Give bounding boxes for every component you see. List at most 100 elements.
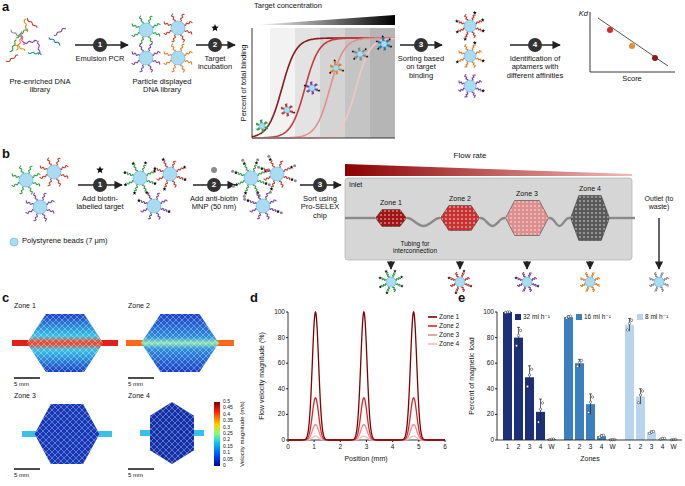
figure-label: Flow rate [454,152,487,161]
dna-strand [148,44,152,51]
dna-strand [260,120,262,123]
dna-strand [517,284,522,287]
dna-strand [283,168,290,171]
target-star [276,209,280,213]
figure-label: 4 [661,443,665,450]
magnetic-nanoparticle [211,167,217,173]
target-star [124,183,128,187]
polystyrene-bead [244,171,258,185]
grid-line [64,404,124,464]
dna-strand [586,287,589,291]
tick [495,312,497,313]
target-star [536,284,539,287]
panel-letter: e [458,291,465,306]
grid-line [190,314,248,372]
dna-strand [250,200,256,203]
grid-line [104,402,166,464]
grid-line [158,402,220,464]
dna-strand [164,161,167,168]
target-star [153,167,157,171]
replicate-dot [578,361,580,363]
grid-line [0,314,20,372]
dna-strand [379,46,382,48]
dna-strand [157,212,160,219]
dna-strand [257,213,260,219]
dna-strand [180,44,184,51]
dna-strand [518,278,522,281]
grid-line [242,314,300,372]
step-marker: 1Add biotin-labelled target [72,178,128,212]
grid-line [176,402,238,464]
dna-strand [153,60,160,64]
dna-strand [384,47,386,50]
error-bar [518,327,519,347]
figure-label: 2 [339,443,343,450]
figure-label: Zone 4 [128,392,150,400]
dna-strand [257,172,264,175]
replicate-dot [663,437,665,439]
replicate-dot [637,401,639,403]
figure-label: Score [622,75,642,83]
dna-strand [140,65,144,72]
figure-label: 0.2 [223,438,230,444]
replicate-dot [541,402,543,404]
data-point [652,55,658,61]
interconnect-tubing [480,218,505,226]
grid-line [188,314,246,372]
dna-strand [271,181,274,187]
figure-label: 0 [490,436,494,443]
step-number: 4 [528,38,542,52]
panel-letter: d [250,291,258,306]
tick [286,388,288,389]
dna-strand [396,278,401,281]
grid-line [206,314,264,372]
dna-strand [140,16,144,24]
replicate-dot [576,365,578,367]
dna-strand [476,28,481,31]
grid-line [166,314,224,372]
dna-strand [153,32,160,36]
tick [495,388,497,389]
figure-label: 20 [487,411,494,418]
chip-layer [345,178,632,260]
polystyrene-bead [464,20,476,32]
zone-heading: Zone 2 [439,195,481,203]
polystyrene-bead [19,173,33,187]
grid-line [16,314,74,372]
grid-line [22,314,80,372]
dna-strand [176,168,183,171]
target-star [264,181,268,185]
target-star [318,89,321,92]
step-marker: 4Identification of aptamers with differe… [506,38,564,80]
axes [288,312,445,440]
grid-line [178,314,236,372]
polystyrene-bead [270,167,284,181]
replicate-dot [528,374,530,376]
target-star [260,167,264,171]
panel-letter: a [2,0,9,15]
grid-line [0,314,56,372]
dna-strand [17,38,23,50]
dna-strand [156,193,159,199]
zone-shape [440,205,480,231]
figure-label: Position (mm) [344,455,387,463]
grid-line [74,314,132,372]
step-caption: Sorting based on target binding [396,55,446,80]
grid-line [196,314,254,372]
dna-strand [465,15,468,21]
error-bar [590,394,591,414]
dna-strand [592,273,595,277]
bar [514,338,523,440]
grid-line [38,402,100,464]
zone-outline [375,209,407,227]
dna-strand [148,213,151,219]
dna-strand [393,273,396,277]
dna-strand [387,272,390,277]
grid-line [28,314,86,372]
inlet-channel [345,217,375,219]
figure-label: 3 [528,443,532,450]
tick [495,440,497,441]
legend-entry: 32 ml h⁻¹ [515,313,550,320]
dna-strand [280,180,283,187]
grid-line [40,314,98,372]
